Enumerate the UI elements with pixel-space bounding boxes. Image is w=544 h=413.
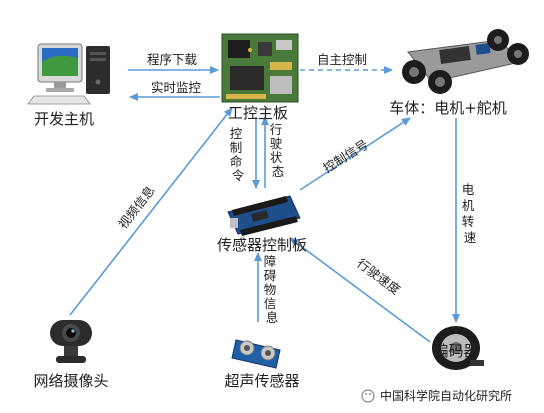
edge-char: 机 xyxy=(462,198,475,213)
pcb-board-icon xyxy=(221,33,299,103)
edge-char: 命 xyxy=(230,154,243,169)
webcam-icon xyxy=(50,320,92,363)
node-label-camera: 网络摄像头 xyxy=(33,372,108,390)
watermark: 中国科学院自动化研究所 xyxy=(361,388,512,403)
edge-control-signal xyxy=(299,117,411,191)
node-label-dev-host: 开发主机 xyxy=(34,110,94,128)
edge-char: 制 xyxy=(230,140,243,155)
edge-label-video-info: 视频信息 xyxy=(115,183,158,232)
edge-char: 态 xyxy=(272,164,285,179)
node-label-car-body: 车体：电机+舵机 xyxy=(389,99,507,117)
edge-label-realtime-monitor: 实时监控 xyxy=(151,80,202,95)
ultrasonic-sensor-icon xyxy=(231,339,281,369)
edge-label-control-command: 控 制 命 令 xyxy=(230,126,247,183)
edge-char: 控 xyxy=(230,126,243,141)
edge-char: 速 xyxy=(464,230,477,245)
edge-char: 碍 xyxy=(264,268,277,283)
edge-label-control-signal: 控制信号 xyxy=(320,137,370,176)
arduino-board-icon xyxy=(227,195,301,236)
edge-char: 转 xyxy=(462,214,475,229)
edge-char: 行 xyxy=(270,122,283,137)
node-label-encoder: 编码器 xyxy=(433,342,478,360)
edge-label-program-download: 程序下载 xyxy=(147,52,198,67)
edge-label-autonomous-control: 自主控制 xyxy=(317,52,367,67)
car-chassis-icon xyxy=(402,29,529,94)
edge-char: 息 xyxy=(266,310,279,325)
edge-label-driving-state: 行 驶 状 态 xyxy=(270,122,287,179)
computer-icon xyxy=(27,43,110,105)
edge-char: 驶 xyxy=(270,136,283,151)
watermark-text: 中国科学院自动化研究所 xyxy=(380,388,512,403)
edge-char: 信 xyxy=(264,296,277,311)
edge-driving-speed xyxy=(289,237,431,343)
edge-label-obstacle-info: 障 碍 物 信 息 xyxy=(264,254,281,325)
node-label-sensor-board: 传感器控制板 xyxy=(217,236,307,254)
edge-char: 状 xyxy=(270,150,283,165)
edges xyxy=(69,66,460,343)
encoder-icon xyxy=(432,326,484,370)
edge-char: 物 xyxy=(264,282,277,297)
edge-char: 令 xyxy=(232,168,245,183)
node-label-ipc-board: 工控主板 xyxy=(228,104,288,122)
edge-char: 障 xyxy=(264,254,277,269)
edge-char: 电 xyxy=(462,182,475,197)
edge-video-info xyxy=(69,107,233,316)
node-label-ultrasonic: 超声传感器 xyxy=(224,372,299,390)
edge-label-motor-speed: 电 机 转 速 xyxy=(462,182,479,245)
